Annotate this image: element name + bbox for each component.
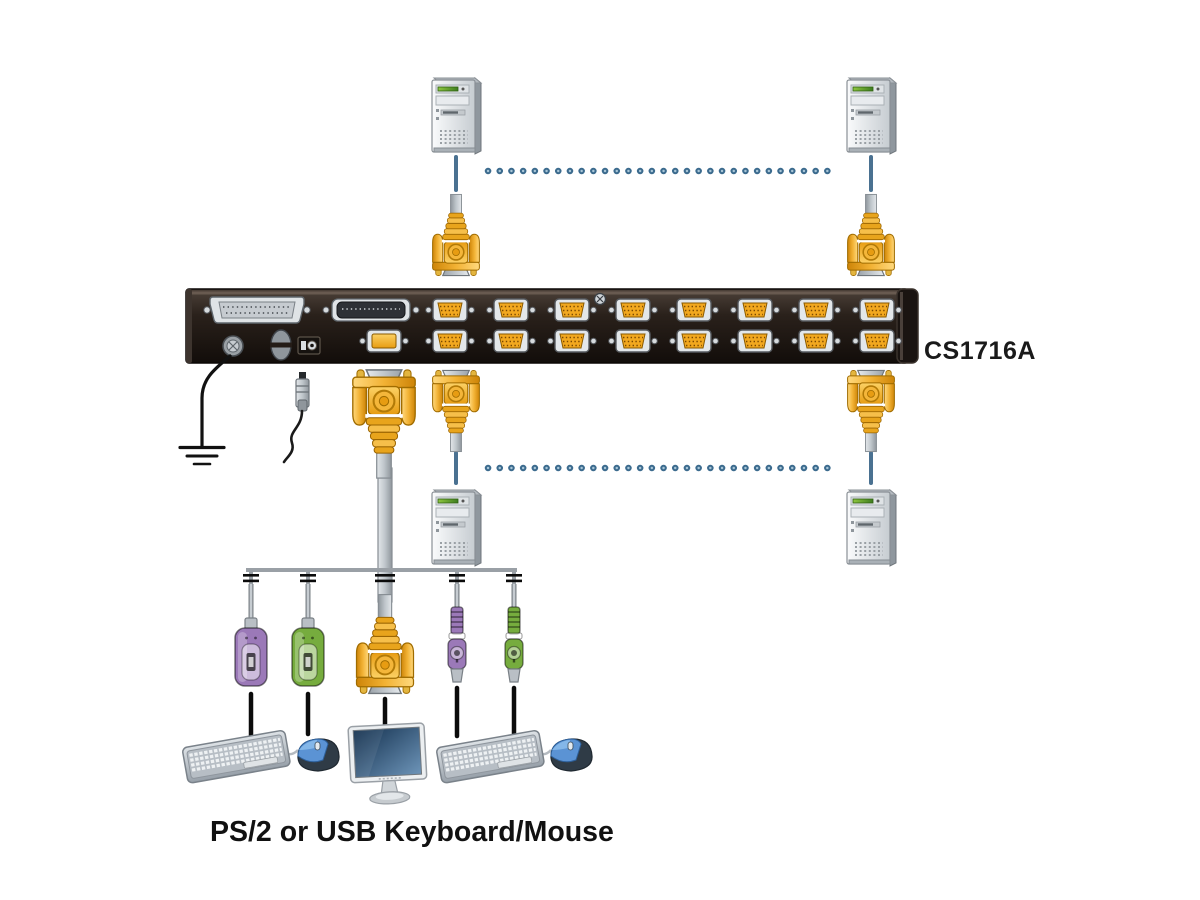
ps2-mouse-connector-icon	[504, 606, 524, 683]
ground-terminal-icon	[222, 335, 244, 357]
computer-tower-icon-top-right	[846, 77, 897, 155]
ground-wire	[178, 354, 232, 466]
monitor-icon	[347, 722, 429, 807]
kvm-switch-rear-panel	[185, 288, 919, 364]
computer-tower-icon-mid-left	[431, 489, 482, 567]
computer-tower-icon-top-left	[431, 77, 482, 155]
vga-kvm-cable-icon-mid-right	[846, 369, 896, 453]
kvm-model-label: CS1716A	[924, 337, 1036, 365]
console-monitor-vga-connector-icon	[355, 593, 415, 695]
keyboard-icon-right	[434, 728, 547, 786]
vga-kvm-cable-icon-top-right	[846, 193, 896, 277]
diagram-caption: PS/2 or USB Keyboard/Mouse	[210, 816, 614, 848]
console-vga-port-icon	[359, 329, 409, 353]
vga-kvm-cable-icon-top-left	[431, 193, 481, 277]
fuse-holder-icon	[270, 329, 292, 361]
crimp-marks	[243, 574, 522, 583]
computer-tower-icon-mid-right	[846, 489, 897, 567]
mouse-icon-right	[550, 738, 593, 772]
screw-icon	[593, 292, 607, 306]
vga-kvm-cable-icon-mid-left	[431, 369, 481, 453]
device-drop-lines	[248, 685, 517, 739]
mouse-icon-left	[297, 738, 340, 772]
console-breakout-harness	[243, 568, 522, 622]
power-jack-icon	[297, 336, 321, 355]
usb-mouse-connector-icon	[291, 617, 325, 687]
db25-dark-port-icon	[322, 298, 420, 322]
link-lines	[454, 155, 873, 485]
ps2-keyboard-connector-icon	[447, 606, 467, 683]
console-vga-cable-icon	[351, 368, 417, 480]
db25-chain-port-icon	[202, 296, 312, 324]
usb-keyboard-connector-icon	[234, 617, 268, 687]
power-plug-icon	[282, 372, 310, 464]
keyboard-icon-left	[180, 728, 293, 786]
